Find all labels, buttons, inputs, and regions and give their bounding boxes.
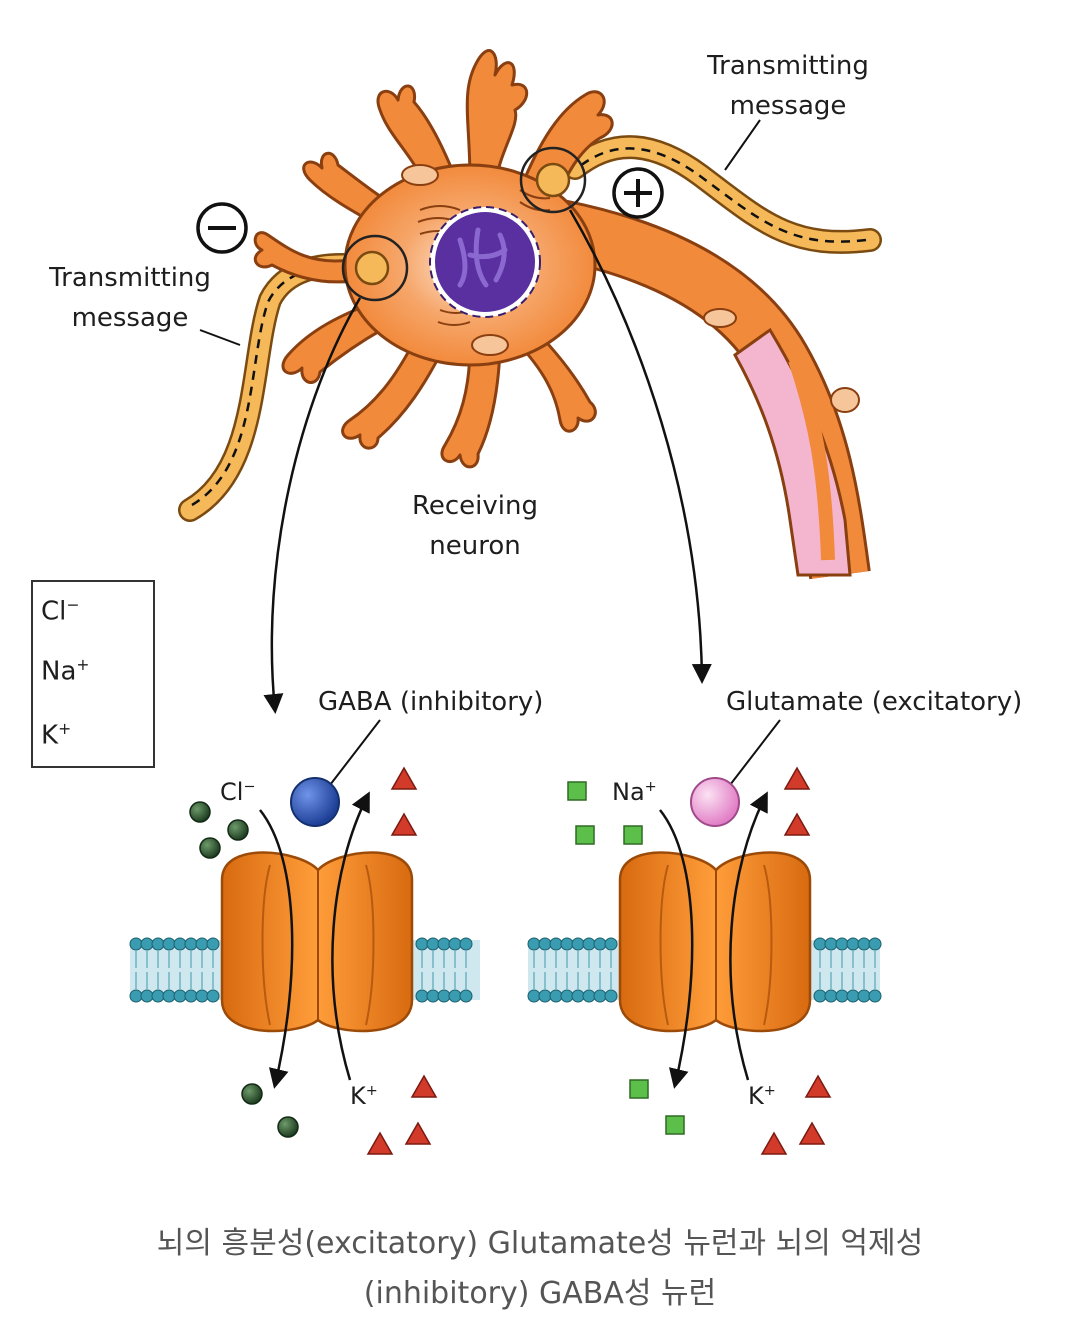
- lipid-head: [129, 937, 143, 951]
- lipid-head: [549, 937, 563, 951]
- gaba-cl-label: Cl−: [220, 778, 256, 806]
- lipid-head: [129, 989, 143, 1003]
- receiving-neuron-axon: [553, 199, 871, 580]
- lipid-head: [868, 937, 882, 951]
- synapse-left: [341, 234, 409, 302]
- lipid-head: [549, 989, 563, 1003]
- lipid-head: [140, 989, 154, 1003]
- right-transmitting-axon: [563, 135, 882, 254]
- lipid-head: [835, 937, 849, 951]
- lipid-head: [426, 989, 440, 1003]
- lipid-head: [593, 937, 607, 951]
- lipid-head: [571, 937, 585, 951]
- lipid-head: [846, 989, 860, 1003]
- legend-na-label: Na+: [41, 656, 90, 687]
- lipid-head: [206, 989, 220, 1003]
- lipid-head: [538, 937, 552, 951]
- legend-k-label: K+: [41, 720, 72, 751]
- legend-cl-label: Cl−: [41, 596, 80, 627]
- lipid-head: [173, 989, 187, 1003]
- lipid-head: [582, 989, 596, 1003]
- lipid-head: [538, 989, 552, 1003]
- transmitting-label-right: Transmitting message: [707, 51, 869, 121]
- receiving-neuron-label: Receiving neuron: [411, 491, 538, 561]
- lipid-head: [560, 937, 574, 951]
- figure-caption-line-1: 뇌의 흥분성(excitatory) Glutamate성 뉴런과 뇌의 억제성: [156, 1226, 924, 1261]
- lipid-head: [415, 989, 429, 1003]
- lipid-head: [184, 989, 198, 1003]
- lipid-head: [459, 989, 473, 1003]
- lipid-head: [527, 989, 541, 1003]
- lipid-head: [426, 937, 440, 951]
- lipid-head: [813, 937, 827, 951]
- minus-symbol-icon: [196, 202, 248, 254]
- lipid-head: [835, 989, 849, 1003]
- lipid-head: [571, 989, 585, 1003]
- lipid-head: [868, 989, 882, 1003]
- lipid-head: [151, 989, 165, 1003]
- glutamate-na-label: Na+: [612, 778, 657, 806]
- lipid-head: [582, 937, 596, 951]
- ion-legend: Cl− Na+ K+: [31, 580, 155, 768]
- gaba-molecule: [290, 777, 340, 827]
- lipid-head: [813, 989, 827, 1003]
- lipid-head: [604, 989, 618, 1003]
- glutamate-na-inflow-arrow: [659, 809, 694, 1089]
- transmitting-label-left: Transmitting message: [49, 263, 211, 333]
- lipid-head: [593, 989, 607, 1003]
- glutamate-channel: [618, 851, 812, 1033]
- leader-lines: [199, 119, 781, 786]
- lipid-head: [195, 937, 209, 951]
- lipid-head: [184, 937, 198, 951]
- lipid-head: [824, 989, 838, 1003]
- lipid-head: [857, 937, 871, 951]
- k-ions-left: [366, 766, 438, 1155]
- k-ions-right: [760, 766, 832, 1155]
- gaba-k-label: K+: [350, 1082, 378, 1110]
- arrow-to-glutamate-channel: [568, 209, 712, 684]
- lipid-head: [459, 937, 473, 951]
- glutamate-membrane: [527, 937, 882, 1003]
- na-ions-right: [567, 781, 685, 1135]
- glutamate-k-outflow-arrow: [729, 791, 768, 1081]
- glutamate-k-label: K+: [748, 1082, 776, 1110]
- lipid-head: [527, 937, 541, 951]
- lipid-head: [140, 937, 154, 951]
- lipid-head: [162, 937, 176, 951]
- lipid-head: [604, 937, 618, 951]
- lipid-head: [195, 989, 209, 1003]
- lipid-head: [151, 937, 165, 951]
- lipid-head: [846, 937, 860, 951]
- gaba-channel: [220, 851, 414, 1033]
- gaba-label: GABA (inhibitory): [318, 687, 544, 717]
- arrow-to-gaba-channel: [263, 297, 362, 714]
- lipid-head: [448, 989, 462, 1003]
- lipid-head: [437, 989, 451, 1003]
- lipid-head: [560, 989, 574, 1003]
- lipid-head: [824, 937, 838, 951]
- lipid-head: [162, 989, 176, 1003]
- lipid-head: [415, 937, 429, 951]
- gaba-k-outflow-arrow: [331, 791, 370, 1081]
- glutamate-label: Glutamate (excitatory): [726, 687, 1023, 717]
- lipid-head: [173, 937, 187, 951]
- plus-symbol-icon: [612, 167, 664, 219]
- nucleus: [429, 206, 541, 318]
- lipid-head: [857, 989, 871, 1003]
- cl-ions-left: [189, 801, 299, 1138]
- glutamate-molecule: [690, 777, 740, 827]
- gaba-cl-inflow-arrow: [259, 809, 294, 1089]
- lipid-head: [206, 937, 220, 951]
- synapse-right: [519, 146, 587, 214]
- lipid-head: [448, 937, 462, 951]
- figure-caption-line-2: (inhibitory) GABA성 뉴런: [363, 1276, 717, 1311]
- lipid-head: [437, 937, 451, 951]
